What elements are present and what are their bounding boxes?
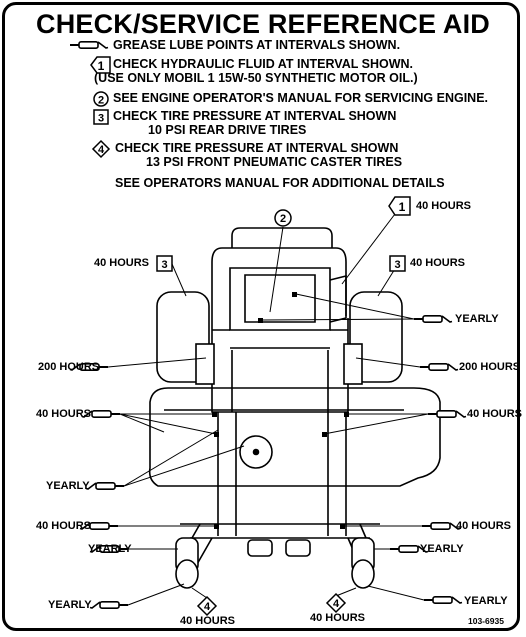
instruction-engine-text: SEE ENGINE OPERATOR'S MANUAL FOR SERVICI… (113, 91, 489, 105)
footer-note: SEE OPERATORS MANUAL FOR ADDITIONAL DETA… (115, 176, 445, 190)
callout-symbol-2: 2 (280, 213, 286, 225)
grease-gun-icon (85, 481, 125, 491)
leader-lines (107, 209, 429, 606)
callout-symbol-3-right: 3 (394, 259, 400, 271)
grease-gun-icon (413, 314, 453, 324)
callout-rear-tire-right-interval: 40 HOURS (410, 257, 466, 269)
callout-symbol-frames (156, 196, 411, 617)
instr-symbol-3: 3 (98, 113, 104, 125)
grease-gun-icon (421, 521, 461, 531)
instruction-rear-tire-psi-text: 10 PSI REAR DRIVE TIRES (148, 123, 307, 137)
callout-yearly-left-bottom: YEARLY (48, 599, 92, 611)
caster-right-diamond-icon (325, 592, 347, 614)
instruction-hydraulic-oil-text: (USE ONLY MOBIL 1 15W-50 SYNTHETIC MOTOR… (94, 71, 418, 85)
callout-40-hours-left-low: 40 HOURS (36, 520, 92, 532)
instruction-caster-tire-text: CHECK TIRE PRESSURE AT INTERVAL SHOWN (115, 141, 399, 155)
callout-yearly-right-bottom: YEARLY (464, 595, 508, 607)
grease-gun-icon (423, 595, 463, 605)
callout-yearly-left-deck: YEARLY (46, 480, 90, 492)
part-number: 103-6935 (468, 616, 504, 626)
callout-40-hours-right-mid: 40 HOURS (467, 408, 523, 420)
grease-gun-icon (427, 409, 467, 419)
caster-left-diamond-icon (196, 595, 218, 617)
instr-symbol-1: 1 (98, 59, 105, 73)
callout-hydraulic-interval: 40 HOURS (416, 200, 472, 212)
callout-symbol-1: 1 (399, 200, 406, 214)
rear-tire-right-square-icon (389, 255, 406, 272)
callout-yearly-left-low: YEARLY (88, 543, 132, 555)
callout-200-hours-left: 200 HOURS (38, 361, 100, 373)
engine-callout-circle-icon (274, 209, 292, 227)
callout-200-hours-right: 200 HOURS (459, 361, 521, 373)
square-symbol-icon (93, 109, 109, 125)
triangle-symbol-icon (90, 56, 111, 74)
circle-symbol-icon (93, 91, 109, 107)
instr-symbol-4: 4 (98, 144, 105, 156)
callout-40-hours-right-low: 40 HOURS (456, 520, 512, 532)
instruction-rear-tire-text: CHECK TIRE PRESSURE AT INTERVAL SHOWN (113, 109, 397, 123)
instruction-caster-tire-psi-text: 13 PSI FRONT PNEUMATIC CASTER TIRES (146, 155, 403, 169)
label-title: CHECK/SERVICE REFERENCE AID (36, 9, 490, 39)
grease-gun-icon (419, 362, 459, 372)
callout-rear-tire-left-interval: 40 HOURS (94, 257, 150, 269)
grease-gun-icon (89, 600, 129, 610)
callout-symbol-4-left: 4 (204, 601, 211, 613)
instruction-grease-text: GREASE LUBE POINTS AT INTERVALS SHOWN. (113, 38, 401, 52)
grease-gun-icon (69, 40, 109, 50)
callout-caster-right-interval: 40 HOURS (310, 612, 366, 624)
instr-symbol-2: 2 (98, 95, 104, 107)
callout-caster-left-interval: 40 HOURS (180, 615, 236, 627)
callout-yearly-right-low: YEARLY (420, 543, 464, 555)
mower-outline (148, 227, 441, 589)
hydraulic-callout-triangle-icon (388, 196, 411, 216)
instruction-hydraulic-text: CHECK HYDRAULIC FLUID AT INTERVAL SHOWN. (113, 57, 413, 71)
callout-symbol-4-right: 4 (333, 598, 340, 610)
callout-symbol-3-left: 3 (161, 259, 167, 271)
diamond-symbol-icon (91, 139, 111, 159)
callout-yearly-upper-right: YEARLY (455, 313, 499, 325)
callout-40-hours-left-mid: 40 HOURS (36, 408, 92, 420)
rear-tire-left-square-icon (156, 255, 173, 272)
symbol-numerals: 1 2 3 4 2 1 3 3 4 4 (98, 59, 406, 613)
